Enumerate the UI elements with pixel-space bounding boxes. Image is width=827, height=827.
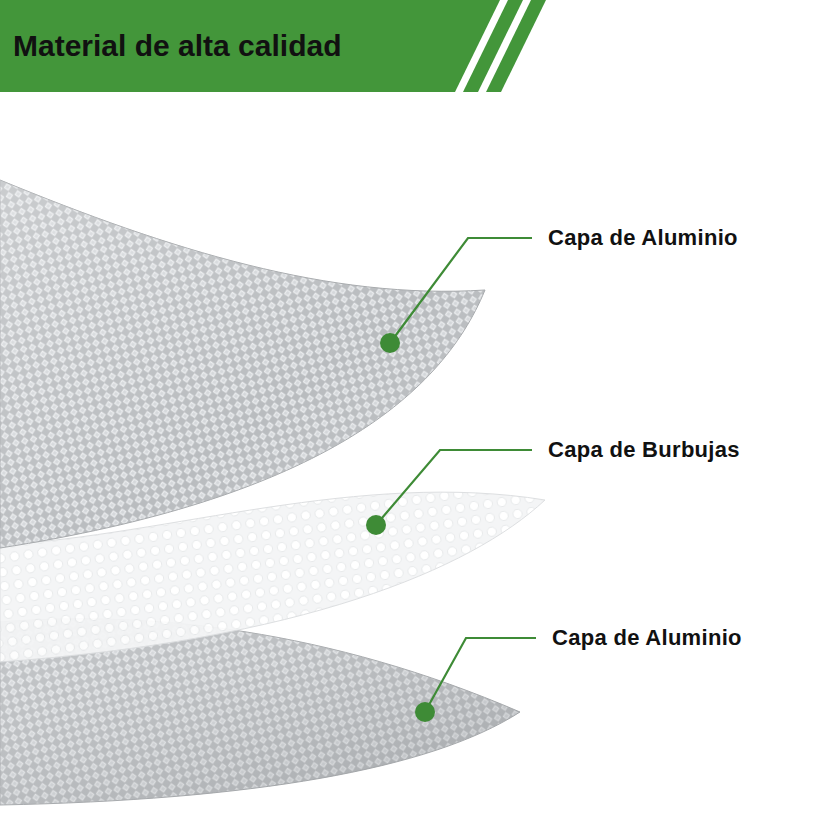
title-banner xyxy=(0,0,546,92)
banner-stripe xyxy=(486,0,546,92)
leader-dot xyxy=(415,702,435,722)
layer-label: Capa de Burbujas xyxy=(548,439,740,461)
aluminium-sheet-top xyxy=(0,180,485,548)
banner-band xyxy=(0,0,500,92)
leader-dot xyxy=(380,333,400,353)
layer-label: Capa de Aluminio xyxy=(548,227,738,249)
sheet-shape xyxy=(0,180,485,548)
leader-lines xyxy=(376,238,536,712)
sheet-shade xyxy=(0,180,485,548)
leader-line xyxy=(425,638,536,712)
leader-dot xyxy=(366,515,386,535)
leader-line xyxy=(390,238,532,343)
leader-line xyxy=(376,450,532,525)
layer-label: Capa de Aluminio xyxy=(552,627,742,649)
banner-title: Material de alta calidad xyxy=(13,31,341,61)
leader-dots xyxy=(366,333,435,722)
